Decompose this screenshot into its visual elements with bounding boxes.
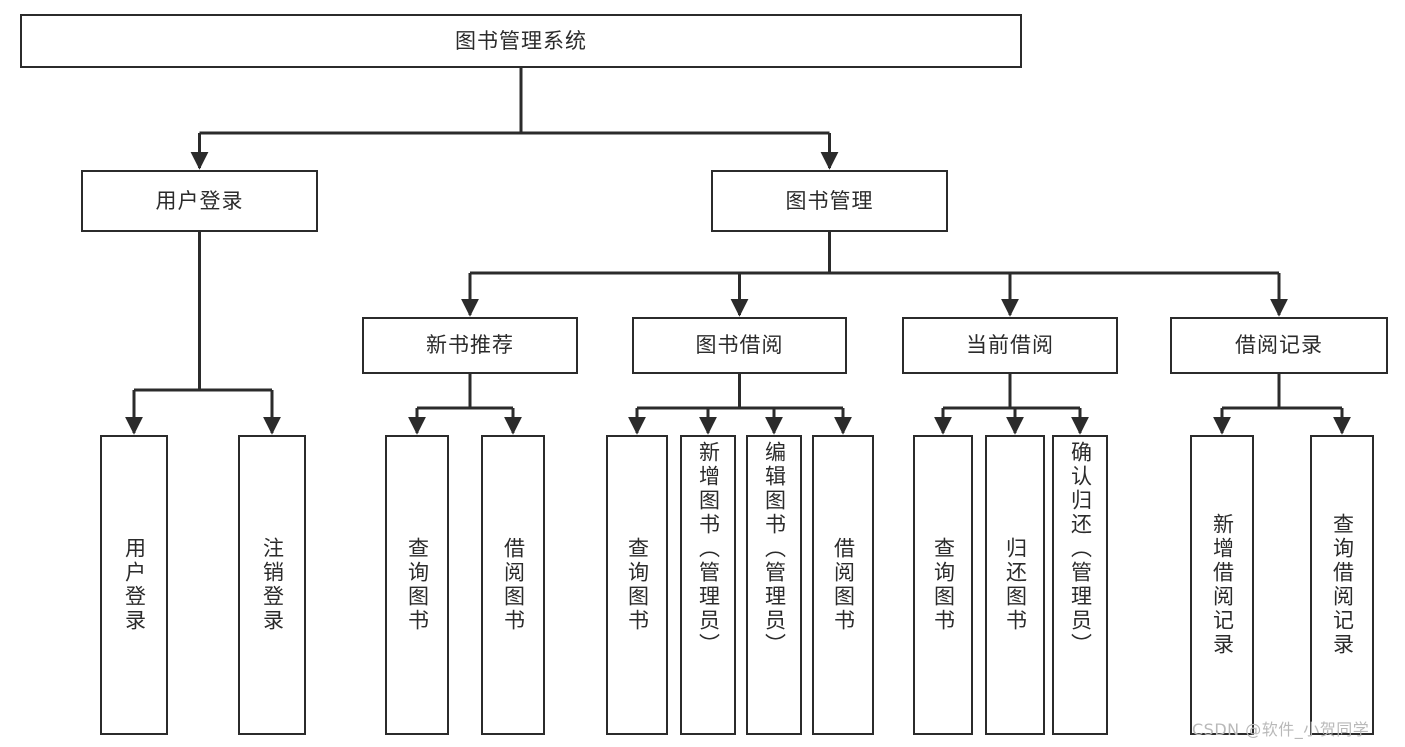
node-label: 图书管理系统: [455, 28, 587, 53]
node-label: 查询借阅记录: [1330, 513, 1355, 657]
node-user-login[interactable]: 用户登录: [81, 170, 318, 232]
node-label: 图书借阅: [695, 333, 784, 358]
node-label: 编辑图书（管理员）: [762, 441, 787, 657]
node-label: 查询图书: [931, 537, 956, 633]
node-new-book-rec[interactable]: 新书推荐: [362, 317, 578, 374]
node-label: 查询图书: [625, 537, 650, 633]
node-book-borrow[interactable]: 图书借阅: [632, 317, 847, 374]
watermark: CSDN @软件_小贺同学: [1192, 720, 1370, 739]
node-label: 查询图书: [405, 537, 430, 633]
node-leaf-query-book-c[interactable]: 查询图书: [913, 435, 973, 735]
node-leaf-return-book[interactable]: 归还图书: [985, 435, 1045, 735]
node-leaf-confirm-return[interactable]: 确认归还（管理员）: [1052, 435, 1108, 735]
node-label: 归还图书: [1003, 537, 1028, 633]
node-leaf-logout[interactable]: 注销登录: [238, 435, 306, 735]
node-leaf-query-book-rec[interactable]: 查询图书: [385, 435, 449, 735]
node-borrow-record[interactable]: 借阅记录: [1170, 317, 1388, 374]
node-current-borrow[interactable]: 当前借阅: [902, 317, 1118, 374]
node-label: 借阅图书: [501, 537, 526, 633]
node-leaf-user-login[interactable]: 用户登录: [100, 435, 168, 735]
node-label: 用户登录: [155, 188, 244, 213]
node-label: 新增图书（管理员）: [696, 441, 721, 657]
node-label: 借阅图书: [831, 537, 856, 633]
node-leaf-edit-book[interactable]: 编辑图书（管理员）: [746, 435, 802, 735]
node-label: 图书管理: [785, 188, 874, 213]
node-leaf-query-record[interactable]: 查询借阅记录: [1310, 435, 1374, 735]
node-label: 借阅记录: [1235, 333, 1323, 358]
node-label: 新增借阅记录: [1210, 513, 1235, 657]
node-root[interactable]: 图书管理系统: [20, 14, 1022, 68]
node-leaf-borrow-book-b[interactable]: 借阅图书: [812, 435, 874, 735]
node-label: 用户登录: [122, 537, 147, 633]
node-leaf-add-record[interactable]: 新增借阅记录: [1190, 435, 1254, 735]
node-label: 注销登录: [260, 537, 285, 633]
node-book-manage[interactable]: 图书管理: [711, 170, 948, 232]
node-leaf-borrow-book-rec[interactable]: 借阅图书: [481, 435, 545, 735]
node-label: 新书推荐: [426, 333, 514, 358]
node-label: 确认归还（管理员）: [1068, 441, 1093, 657]
node-leaf-add-book[interactable]: 新增图书（管理员）: [680, 435, 736, 735]
node-leaf-query-book-b[interactable]: 查询图书: [606, 435, 668, 735]
node-label: 当前借阅: [966, 333, 1054, 358]
